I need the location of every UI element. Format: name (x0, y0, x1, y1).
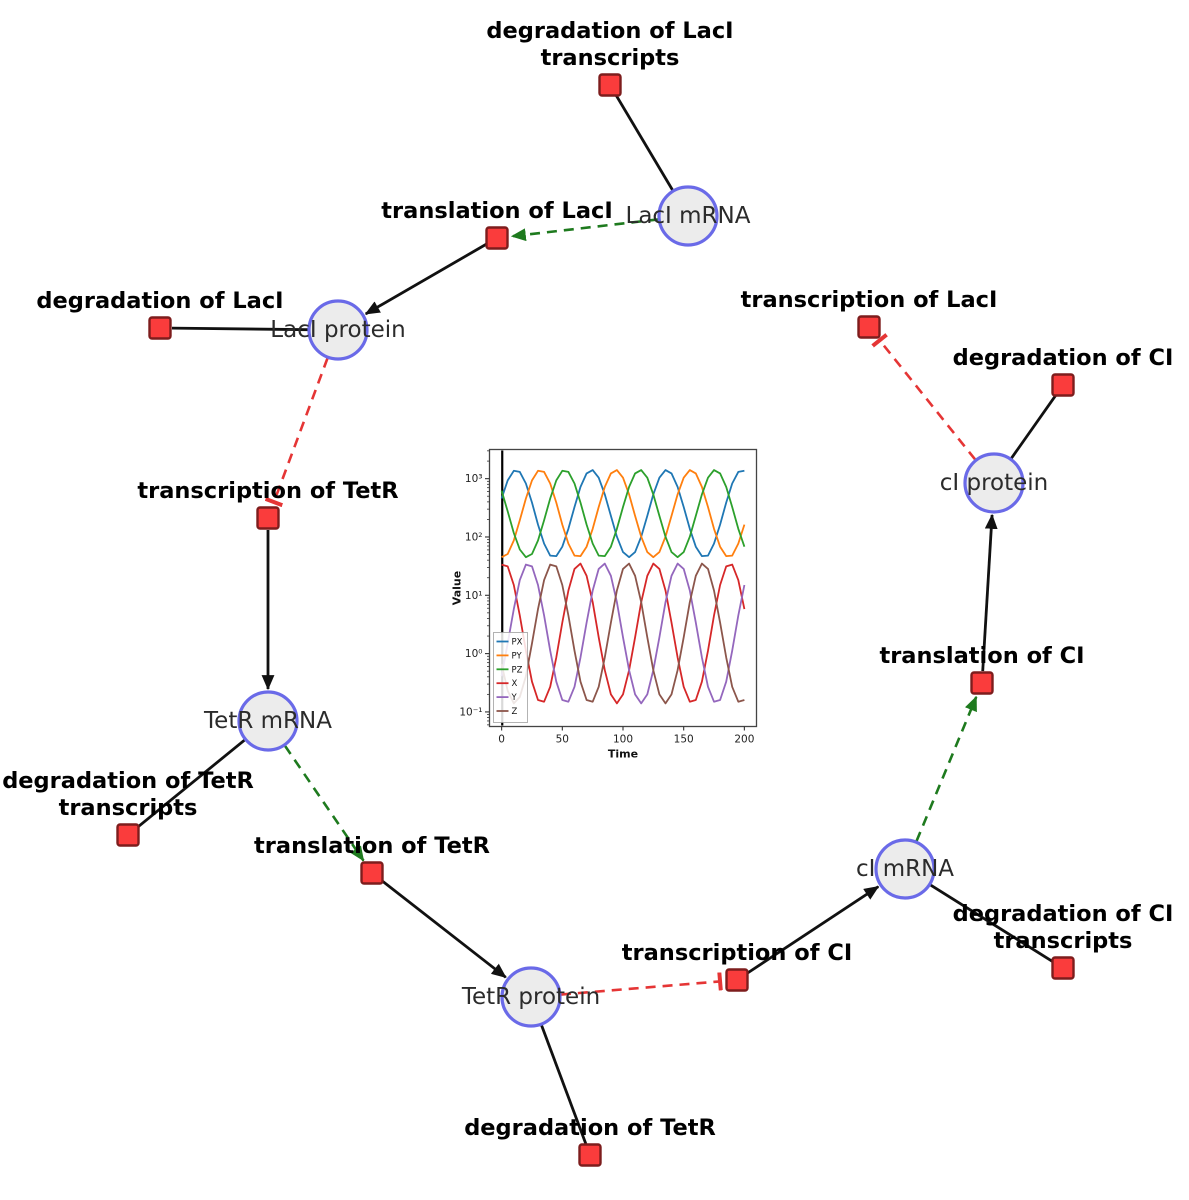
reaction-node-deg_tetr_tx[interactable] (116, 823, 140, 847)
chart-y-tick-label: 10⁰ (465, 648, 483, 660)
reaction-label-deg_laci-0: degradation of LacI (36, 288, 283, 314)
chart-x-tick-label: 150 (674, 734, 694, 746)
edge-inhibition-tetr_protein-transcription_ci (560, 972, 723, 996)
reaction-label-deg_tetr_tx-0: degradation of TetR (2, 768, 254, 794)
chart-legend-label-PY: PY (512, 651, 523, 661)
edge-product-translation_tetr-tetr_protein (380, 879, 507, 979)
reaction-label-transcription_ci-0: transcription of CI (622, 940, 852, 966)
reaction-node-deg_laci_tx[interactable] (598, 73, 622, 97)
species-label-tetr_protein: TetR protein (461, 984, 600, 1010)
reaction-label-translation_tetr-0: translation of TetR (254, 833, 490, 859)
reaction-node-deg_laci[interactable] (148, 316, 172, 340)
chart-y-tick-label: 10⁻¹ (459, 706, 482, 718)
species-node-tetr_protein[interactable] (500, 966, 562, 1028)
species-node-ci_protein[interactable] (963, 452, 1025, 514)
chart-legend-box (493, 632, 528, 723)
species-node-laci_mrna[interactable] (657, 185, 719, 247)
chart-legend-label-PZ: PZ (512, 665, 523, 675)
edge-product-translation_laci-laci_protein (364, 242, 488, 316)
chart-x-tick-label: 100 (613, 734, 633, 746)
chart-series-PZ (500, 469, 746, 559)
chart-series-Y (500, 562, 746, 705)
edge-reactant-laci_protein-deg_laci (171, 326, 309, 332)
reaction-node-translation_tetr[interactable] (360, 861, 384, 885)
edge-product-translation_ci-ci_protein (981, 513, 998, 672)
reaction-label-deg_laci_tx-1: transcripts (541, 45, 680, 71)
chart-y-tick-label: 10² (465, 531, 483, 543)
chart-plot-box (488, 448, 758, 728)
species-label-ci_protein: cI protein (940, 470, 1049, 496)
species-label-ci_mrna: cI mRNA (856, 856, 954, 882)
edges-layer (136, 94, 1058, 1145)
reaction-node-translation_ci[interactable] (970, 671, 994, 695)
edge-reactant-tetr_protein-deg_tetr (540, 1024, 588, 1145)
reaction-label-translation_laci-0: translation of LacI (381, 198, 612, 224)
chart-y-tick-label: 10³ (465, 473, 483, 485)
reaction-node-transcription_ci[interactable] (725, 968, 749, 992)
chart-legend-label-PX: PX (512, 638, 523, 648)
chart-x-axis-label: Time (608, 748, 638, 761)
chart-y-axis-label: Value (451, 571, 464, 605)
chart-x-tick-label: 200 (734, 734, 754, 746)
reaction-label-deg_tetr-0: degradation of TetR (464, 1115, 716, 1141)
chart-y-tick-label: 10¹ (465, 590, 483, 602)
reaction-node-deg_ci[interactable] (1051, 373, 1075, 397)
reaction-label-deg_ci_tx-1: transcripts (994, 928, 1133, 954)
species-node-laci_protein[interactable] (307, 299, 369, 361)
species-label-laci_protein: LacI protein (270, 317, 405, 343)
edge-reactant-laci_mrna-deg_laci_tx (614, 94, 674, 191)
edge-inhibition-ci_protein-transcription_laci (871, 333, 977, 461)
edge-reactant-ci_protein-deg_ci (1010, 394, 1058, 460)
reaction-label-deg_ci-0: degradation of CI (953, 345, 1174, 371)
chart-legend-label-Z: Z (512, 707, 518, 717)
reaction-label-transcription_tetr-0: transcription of TetR (137, 478, 398, 504)
reaction-label-translation_ci-0: translation of CI (879, 643, 1084, 669)
chart-x-tick-label: 0 (498, 734, 505, 746)
chart-x-tick-label: 50 (556, 734, 569, 746)
species-node-tetr_mrna[interactable] (237, 690, 299, 752)
chart-legend-label-X: X (512, 679, 518, 689)
reaction-label-transcription_laci-0: transcription of LacI (741, 287, 998, 313)
reaction-label-deg_tetr_tx-1: transcripts (59, 795, 198, 821)
chart-series-PX (500, 469, 745, 559)
chart-legend-label-Y: Y (511, 693, 518, 703)
reaction-node-deg_ci_tx[interactable] (1051, 956, 1075, 980)
species-label-tetr_mrna: TetR mRNA (203, 708, 332, 734)
species-label-laci_mrna: LacI mRNA (626, 203, 751, 229)
edge-modifier-tetr_mrna-translation_tetr (283, 745, 365, 862)
edge-modifier-laci_mrna-translation_laci (510, 218, 659, 242)
chart-series-Z (500, 562, 745, 705)
edge-inhibition-laci_protein-transcription_tetr (264, 357, 329, 508)
edge-product-transcription_ci-ci_mrna (746, 885, 880, 975)
reaction-label-deg_ci_tx-0: degradation of CI (953, 901, 1174, 927)
reaction-label-deg_laci_tx-0: degradation of LacI (486, 18, 733, 44)
reaction-node-translation_laci[interactable] (485, 226, 509, 250)
chart-series-PY (501, 469, 746, 559)
edge-modifier-ci_mrna-translation_ci (915, 695, 978, 842)
species-node-ci_mrna[interactable] (874, 838, 936, 900)
edge-reactant-ci_mrna-deg_ci_tx (929, 883, 1054, 963)
reaction-node-transcription_tetr[interactable] (256, 506, 280, 530)
edge-reactant-tetr_mrna-deg_tetr_tx (136, 738, 246, 829)
reaction-node-deg_tetr[interactable] (578, 1143, 602, 1167)
reaction-node-transcription_laci[interactable] (857, 315, 881, 339)
